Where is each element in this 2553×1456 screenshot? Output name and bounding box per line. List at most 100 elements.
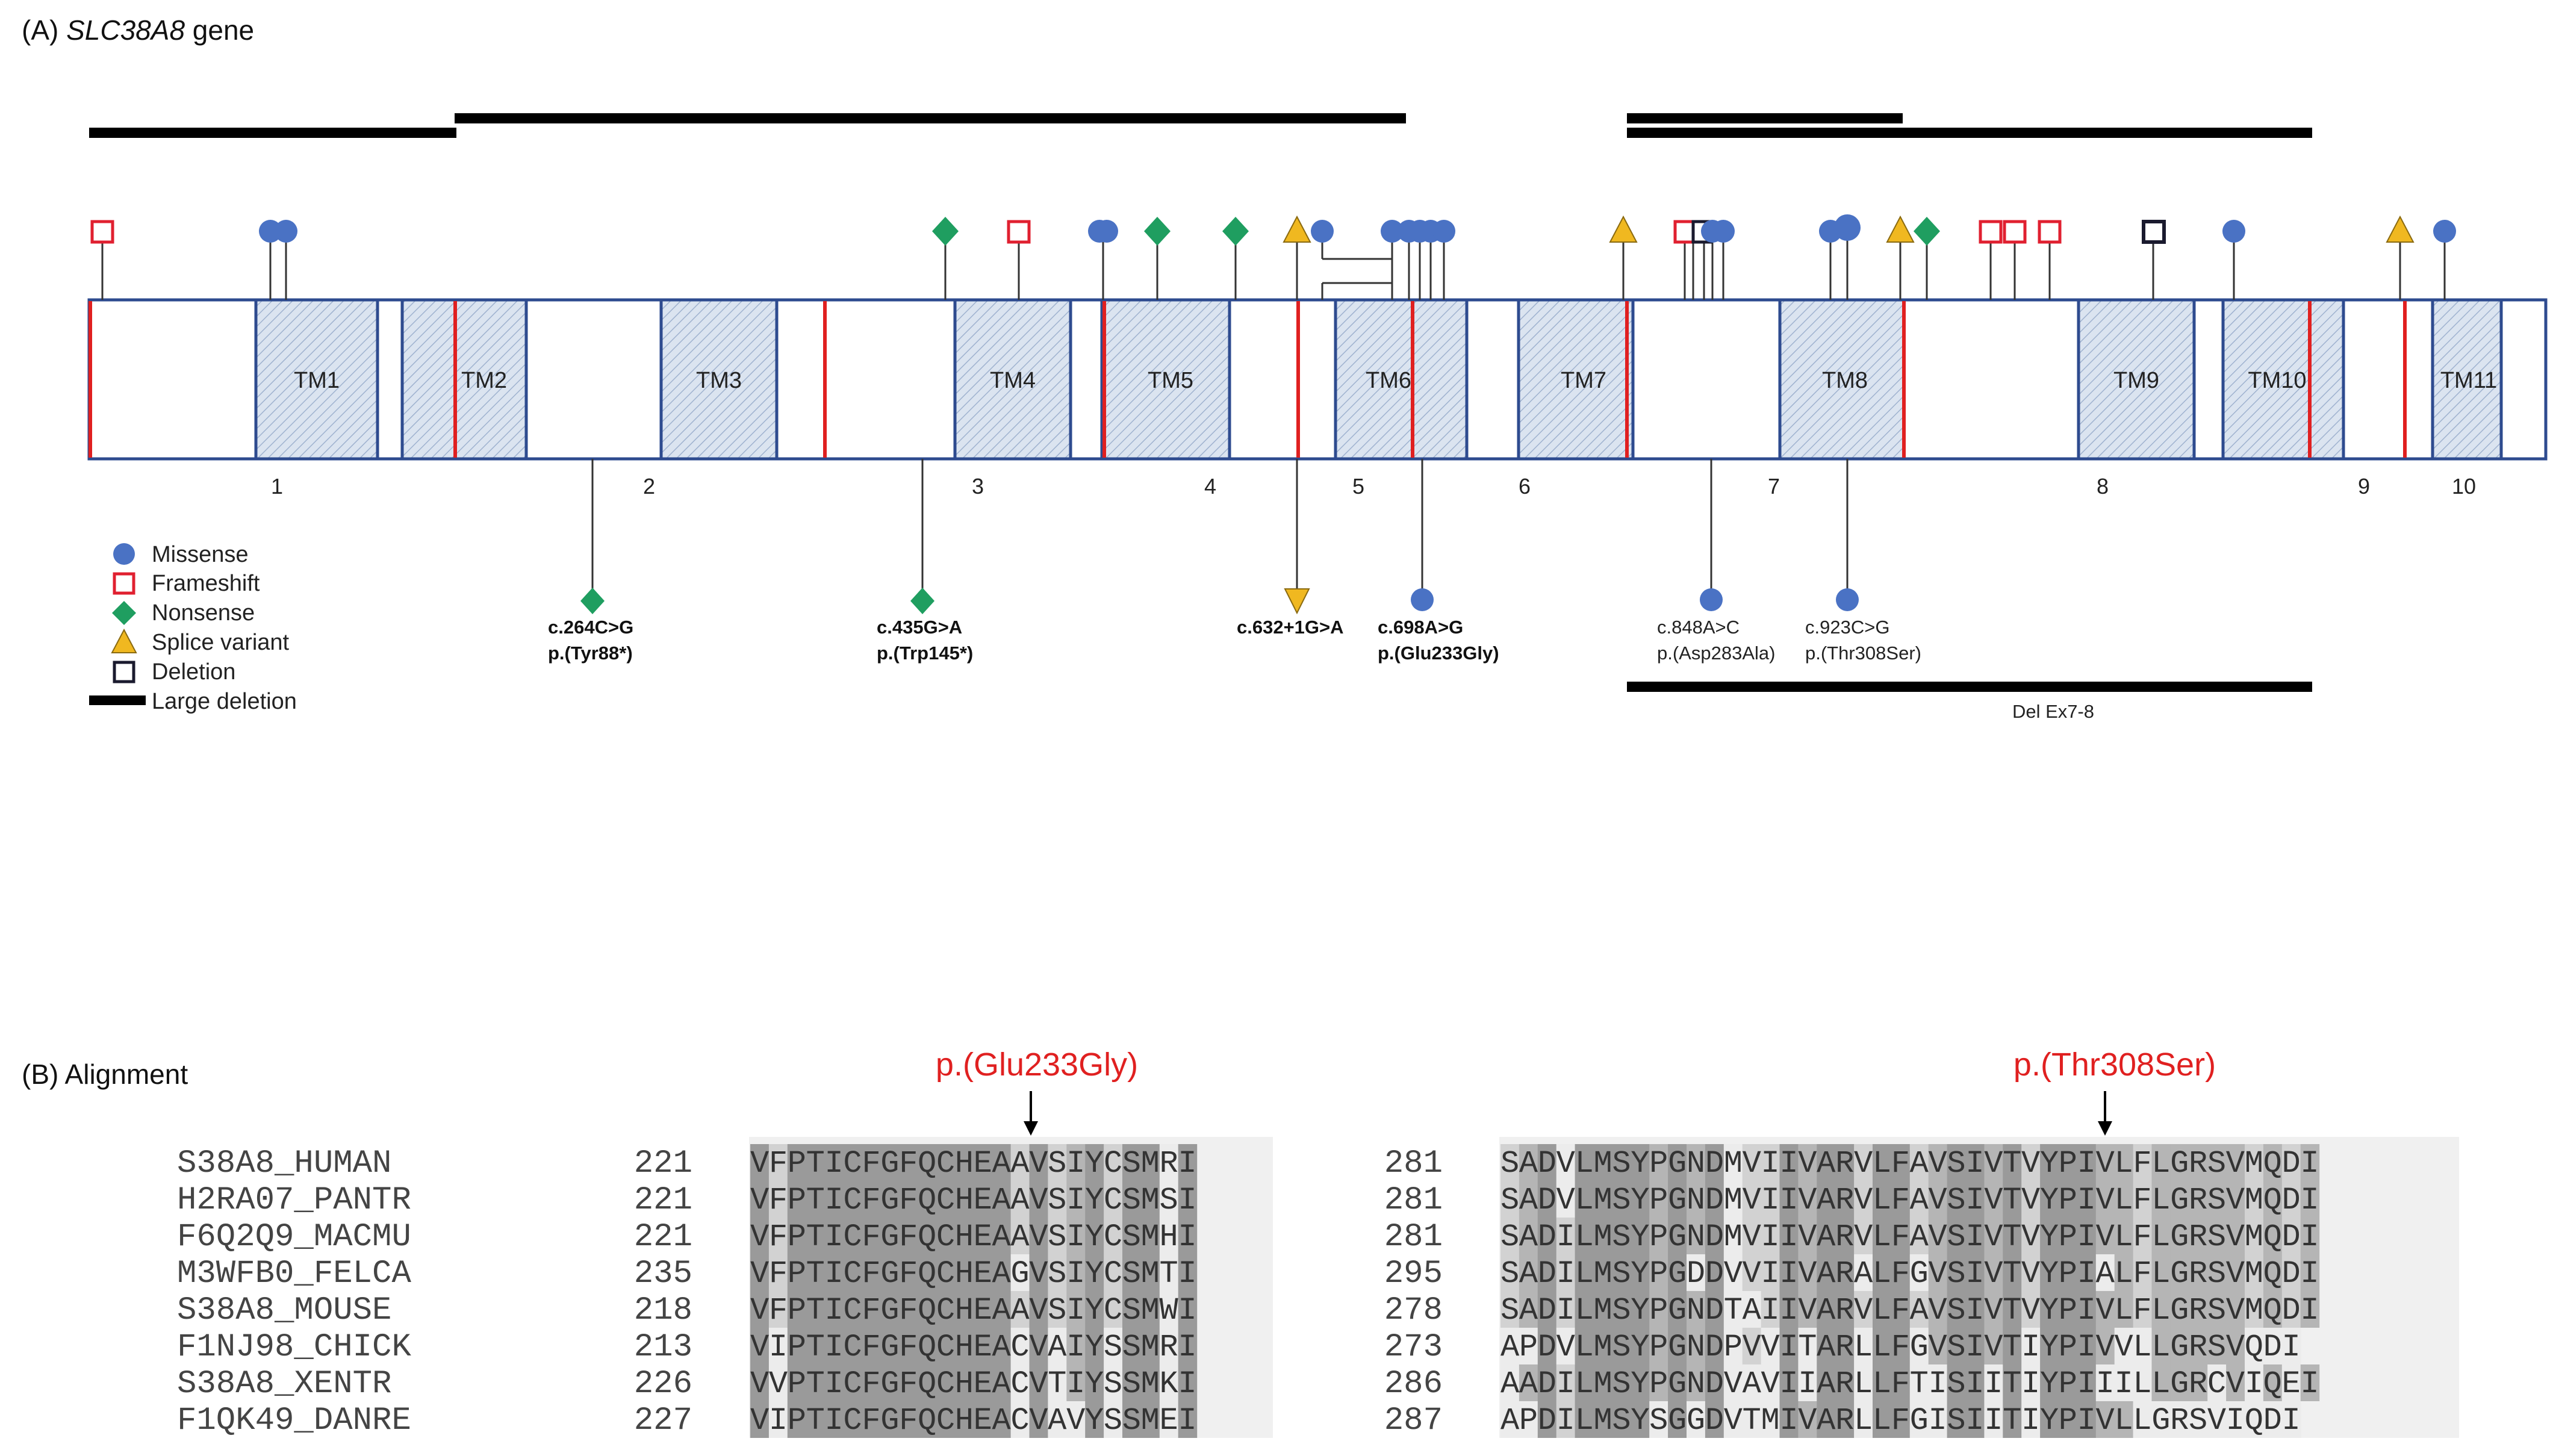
residue-cell xyxy=(936,1328,956,1364)
residue-cell xyxy=(936,1254,956,1291)
residue-cell xyxy=(2263,1254,2283,1291)
residue-cell xyxy=(750,1328,770,1364)
exon-number: 1 xyxy=(271,474,283,499)
residue-cell xyxy=(1140,1254,1160,1291)
residue-cell xyxy=(862,1401,881,1438)
residue-cell xyxy=(1965,1328,1985,1364)
residue-cell xyxy=(2077,1291,2097,1328)
residue-cell xyxy=(2040,1181,2059,1218)
residue-cell xyxy=(899,1254,918,1291)
residue-cell xyxy=(1817,1144,1836,1181)
residue-cell xyxy=(2207,1144,2227,1181)
residue-cell xyxy=(2095,1364,2115,1401)
sequence-name: S38A8_HUMAN xyxy=(177,1145,391,1182)
exon-number: 3 xyxy=(972,474,984,499)
sequence-start-left: 218 xyxy=(634,1292,692,1329)
variant-cdna-label: c.923C>G xyxy=(1805,617,1889,638)
tm-label: TM5 xyxy=(1148,368,1193,393)
residue-cell xyxy=(2114,1218,2134,1254)
sequence-start-right: 281 xyxy=(1384,1145,1443,1182)
residue-cell xyxy=(1537,1364,1557,1401)
missense-circle-icon xyxy=(1311,220,1334,243)
residue-cell xyxy=(1556,1254,1576,1291)
residue-cell xyxy=(1085,1364,1104,1401)
residue-cell xyxy=(936,1364,956,1401)
frameshift-square-icon xyxy=(90,220,114,244)
residue-cell xyxy=(1779,1254,1799,1291)
residue-cell xyxy=(992,1144,1012,1181)
residue-cell xyxy=(750,1254,770,1291)
residue-cell xyxy=(1104,1328,1123,1364)
residue-cell xyxy=(1854,1181,1873,1218)
residue-cell xyxy=(2300,1181,2320,1218)
residue-cell xyxy=(2300,1218,2320,1254)
sequence-left: VFPTICFGFQCHEAAVSIYCSMRI xyxy=(750,1146,1197,1181)
residue-cell xyxy=(1010,1364,1030,1401)
residue-cell xyxy=(973,1291,993,1328)
residue-cell xyxy=(1649,1364,1668,1401)
residue-cell xyxy=(1631,1328,1650,1364)
residue-cell xyxy=(1742,1144,1762,1181)
residue-cell xyxy=(2021,1291,2041,1328)
residue-cell xyxy=(1010,1254,1030,1291)
residue-cell xyxy=(2226,1218,2245,1254)
variant-cdna-label: c.264C>G xyxy=(548,617,633,638)
residue-cell xyxy=(918,1291,937,1328)
residue-cell xyxy=(899,1328,918,1364)
residue-cell xyxy=(2189,1144,2208,1181)
residue-cell xyxy=(973,1218,993,1254)
sequence-name: F6Q2Q9_MACMU xyxy=(177,1219,411,1255)
residue-cell xyxy=(824,1218,844,1254)
residue-cell xyxy=(2059,1254,2078,1291)
residue-cell xyxy=(992,1181,1012,1218)
residue-cell xyxy=(1705,1181,1724,1218)
residue-cell xyxy=(1779,1401,1799,1438)
residue-cell xyxy=(1742,1364,1762,1401)
splice-triangle-icon xyxy=(1283,215,1311,243)
residue-cell xyxy=(2114,1181,2134,1218)
residue-cell xyxy=(2245,1254,2264,1291)
large-deletion-bar xyxy=(455,113,1406,123)
residue-cell xyxy=(1159,1181,1179,1218)
residue-cell xyxy=(1104,1218,1123,1254)
residue-cell xyxy=(1705,1144,1724,1181)
legend-nonsense-label: Nonsense xyxy=(152,600,255,626)
residue-cell xyxy=(1947,1401,1967,1438)
residue-cell xyxy=(2170,1144,2189,1181)
residue-cell xyxy=(1761,1254,1780,1291)
residue-cell xyxy=(1010,1218,1030,1254)
residue-cell xyxy=(1854,1254,1873,1291)
residue-cell xyxy=(1984,1181,2003,1218)
residue-cell xyxy=(899,1291,918,1328)
residue-cell xyxy=(1668,1218,1687,1254)
residue-cell xyxy=(1631,1364,1650,1401)
residue-cell xyxy=(787,1291,807,1328)
residue-cell xyxy=(992,1291,1012,1328)
residue-cell xyxy=(843,1328,862,1364)
residue-cell xyxy=(1928,1401,1948,1438)
tm-label: TM8 xyxy=(1822,368,1868,393)
exon-number: 5 xyxy=(1352,474,1364,499)
residue-cell xyxy=(2003,1254,2022,1291)
variant-protein-label: p.(Trp145*) xyxy=(877,642,973,664)
tm-label: TM11 xyxy=(2440,368,2497,393)
residue-cell xyxy=(1779,1364,1799,1401)
residue-cell xyxy=(787,1254,807,1291)
residue-cell xyxy=(1909,1364,1929,1401)
residue-cell xyxy=(2151,1181,2171,1218)
residue-cell xyxy=(1928,1291,1948,1328)
tm-domain-box xyxy=(2221,298,2345,461)
tm-domain-box xyxy=(2431,298,2503,461)
residue-cell xyxy=(1687,1401,1706,1438)
residue-cell xyxy=(1873,1181,1892,1218)
residue-cell xyxy=(2003,1181,2022,1218)
residue-cell xyxy=(1761,1181,1780,1218)
residue-cell xyxy=(1984,1254,2003,1291)
residue-cell xyxy=(2003,1218,2022,1254)
residue-cell xyxy=(936,1144,956,1181)
sequence-right: SADVLMSYPGNDMVIIVARVLFAVSIVTVYPIVLFLGRSV… xyxy=(1500,1146,2319,1181)
